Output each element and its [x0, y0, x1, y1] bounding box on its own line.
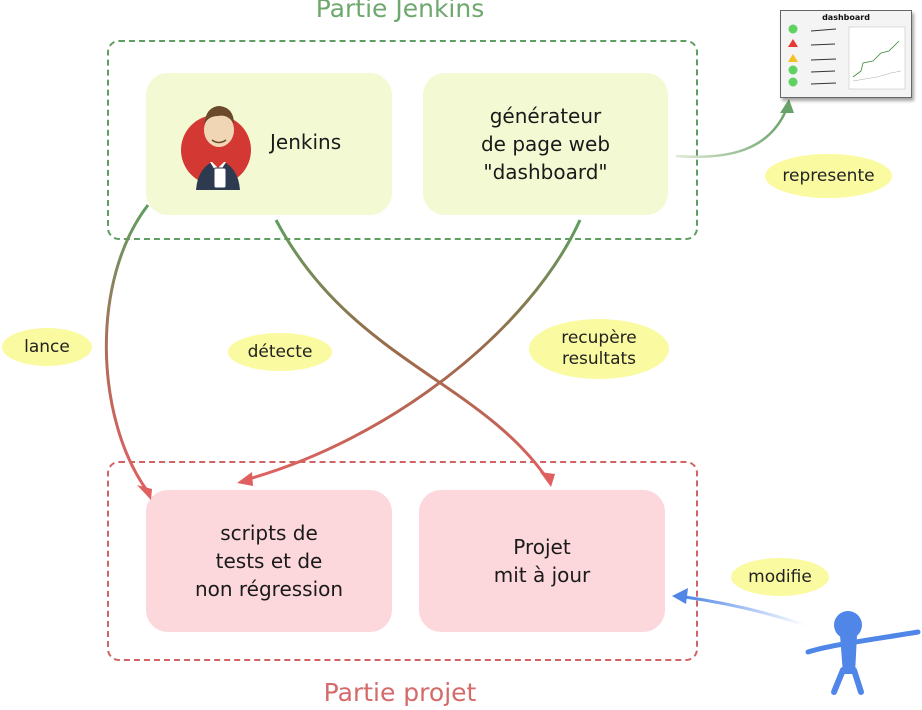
jenkins-group-title: Partie Jenkins	[315, 0, 485, 23]
edge-lance	[104, 204, 150, 493]
edge-modifie	[684, 595, 806, 627]
edge-label-detecte: détecte	[228, 333, 332, 371]
dashboard-chart	[848, 26, 906, 90]
edge-label-lance: lance	[2, 328, 92, 366]
edge-label-recupere: recupère resultats	[529, 319, 669, 379]
status-green-icon	[788, 65, 798, 75]
dashboard-thumbnail: dashboard	[780, 10, 912, 98]
edge-label-represente: represente	[765, 154, 892, 198]
generator-node: générateur de page web "dashboard"	[423, 73, 668, 215]
projet-node: Projet mit à jour	[419, 490, 665, 632]
dashboard-title: dashboard	[822, 13, 870, 22]
scripts-node: scripts de tests et de non régression	[146, 490, 392, 632]
edge-label-modifie: modifie	[731, 558, 829, 596]
edge-represente-arrowhead	[780, 99, 794, 113]
status-red-icon	[788, 39, 798, 47]
jenkins-node-label: Jenkins	[270, 130, 342, 154]
dashboard-content	[788, 24, 906, 90]
status-green-icon	[788, 77, 798, 87]
projet-group-title: Partie projet	[323, 678, 477, 707]
status-green-icon	[788, 24, 798, 34]
status-yellow-icon	[788, 54, 798, 62]
jenkins-node	[146, 73, 392, 215]
